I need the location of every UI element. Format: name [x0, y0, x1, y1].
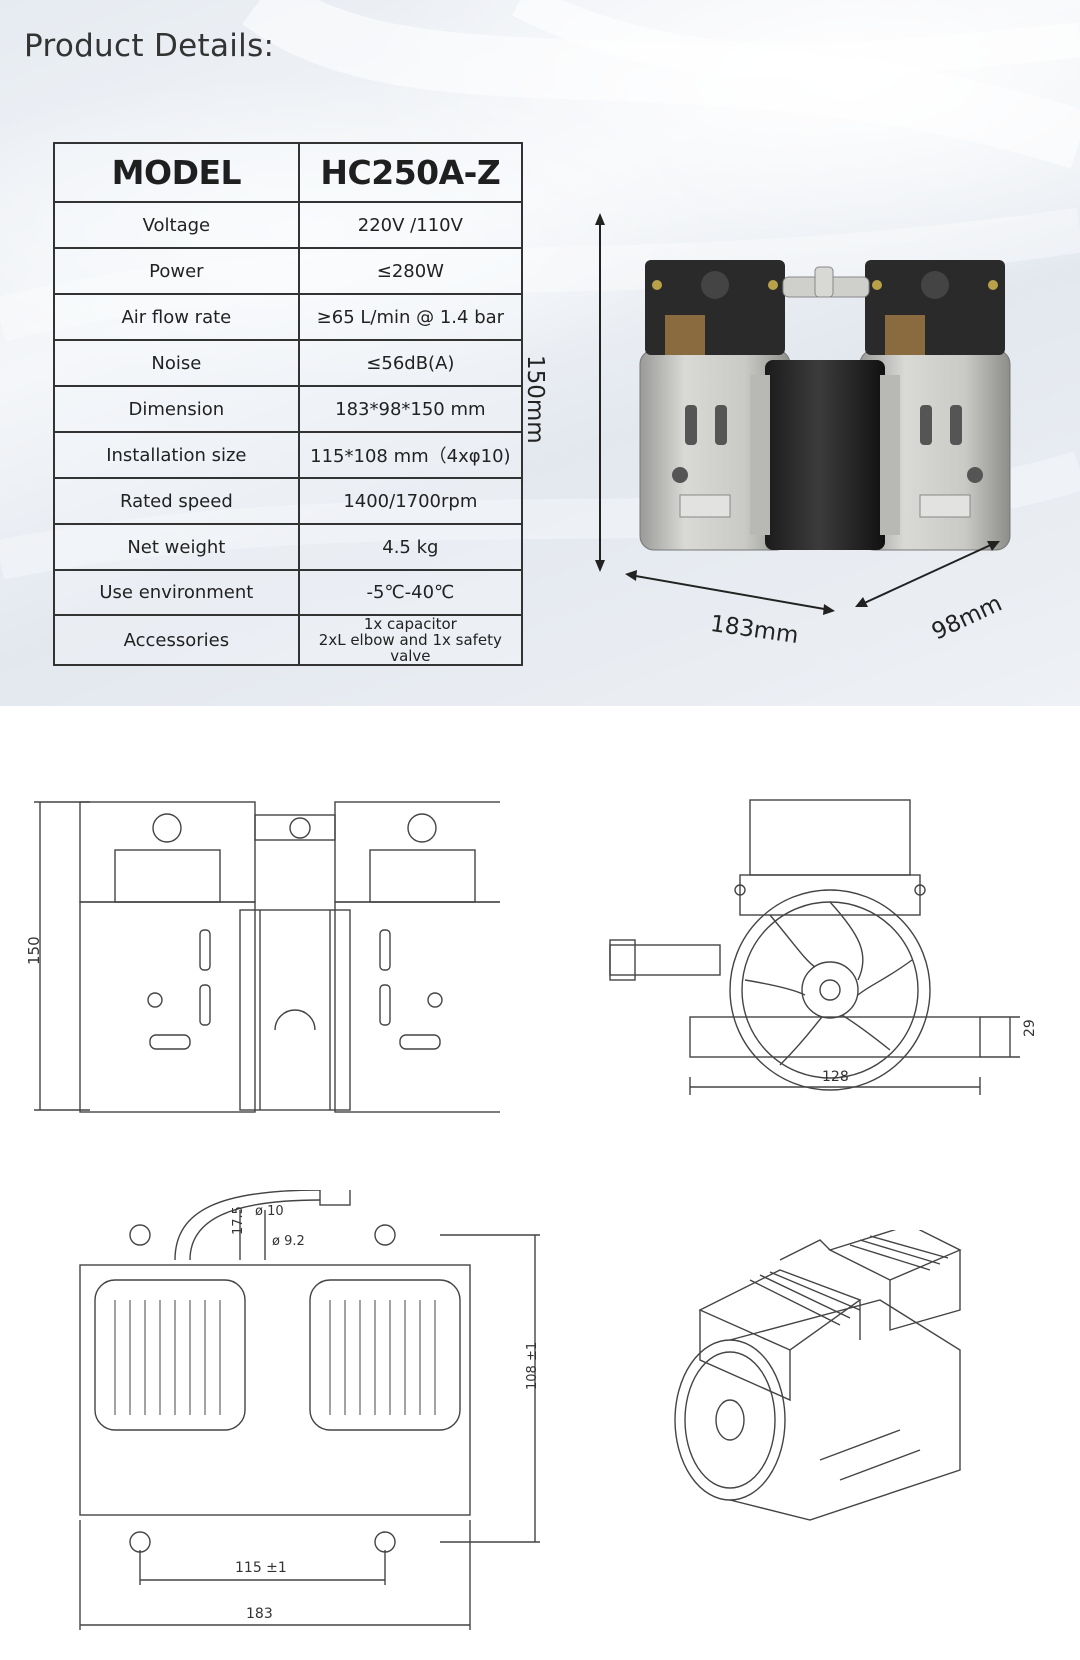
row-value: 220V /110V: [297, 201, 524, 249]
table-row: Dimension 183*98*150 mm: [53, 385, 524, 433]
top-mount-width-label: 115 ±1: [235, 1560, 287, 1576]
row-label: Installation size: [53, 431, 300, 479]
accessories-line-2: 2xL elbow and 1x safety valve: [318, 631, 502, 665]
table-row: Voltage 220V /110V: [53, 201, 524, 249]
isometric-view-drawing: [674, 1230, 962, 1521]
row-label: Rated speed: [53, 477, 300, 525]
table-row: Power ≤280W: [53, 247, 524, 295]
side-view-drawing: 128 29: [609, 799, 1038, 1095]
top-length-label: 183: [246, 1606, 273, 1622]
row-value: 1x capacitor 2xL elbow and 1x safety val…: [297, 614, 524, 666]
row-label: Voltage: [53, 201, 300, 249]
row-value: ≤56dB(A): [297, 339, 524, 387]
row-label: Air flow rate: [53, 293, 300, 341]
top-dia-inner-label: ø 9.2: [272, 1234, 305, 1249]
row-label: Power: [53, 247, 300, 295]
row-label: Noise: [53, 339, 300, 387]
row-value: 183*98*150 mm: [297, 385, 524, 433]
accessories-line-1: 1x capacitor: [363, 615, 457, 633]
height-dimension-label: 150mm: [522, 355, 548, 444]
table-header-row: MODEL HC250A-Z: [53, 142, 524, 203]
page-title: Product Details:: [24, 28, 275, 64]
table-row: Rated speed 1400/1700rpm: [53, 477, 524, 525]
row-value: 4.5 kg: [297, 523, 524, 571]
row-label: Accessories: [53, 614, 300, 666]
table-row: Noise ≤56dB(A): [53, 339, 524, 387]
front-view-drawing: 150: [25, 801, 500, 1113]
row-value: -5℃-40℃: [297, 569, 524, 616]
model-value: HC250A-Z: [297, 142, 524, 203]
top-offset-label: 17.5: [231, 1206, 246, 1235]
table-row: Installation size 115*108 mm（4xφ10): [53, 431, 524, 479]
model-label: MODEL: [53, 142, 300, 203]
row-label: Net weight: [53, 523, 300, 571]
side-offset-label: 29: [1022, 1019, 1038, 1037]
side-width-label: 128: [822, 1069, 849, 1085]
front-height-label: 150: [25, 936, 43, 965]
top-mount-height-label: 108 ±1: [525, 1342, 540, 1390]
table-row: Net weight 4.5 kg: [53, 523, 524, 571]
row-value: 115*108 mm（4xφ10): [297, 431, 524, 479]
top-view-drawing: ø 10 ø 9.2 17.5 108 ±1 115 ±1 183: [79, 1190, 540, 1630]
table-row: Air flow rate ≥65 L/min @ 1.4 bar: [53, 293, 524, 341]
product-photo: [595, 213, 1011, 615]
row-value: 1400/1700rpm: [297, 477, 524, 525]
row-value: ≥65 L/min @ 1.4 bar: [297, 293, 524, 341]
spec-table: MODEL HC250A-Z Voltage 220V /110V Power …: [53, 142, 524, 666]
row-value: ≤280W: [297, 247, 524, 295]
product-banner: Product Details: MODEL HC250A-Z Voltage …: [0, 0, 1080, 706]
table-row: Use environment -5℃-40℃: [53, 569, 524, 616]
table-row: Accessories 1x capacitor 2xL elbow and 1…: [53, 614, 524, 666]
row-label: Use environment: [53, 569, 300, 616]
row-label: Dimension: [53, 385, 300, 433]
top-dia-outer-label: ø 10: [255, 1204, 284, 1219]
